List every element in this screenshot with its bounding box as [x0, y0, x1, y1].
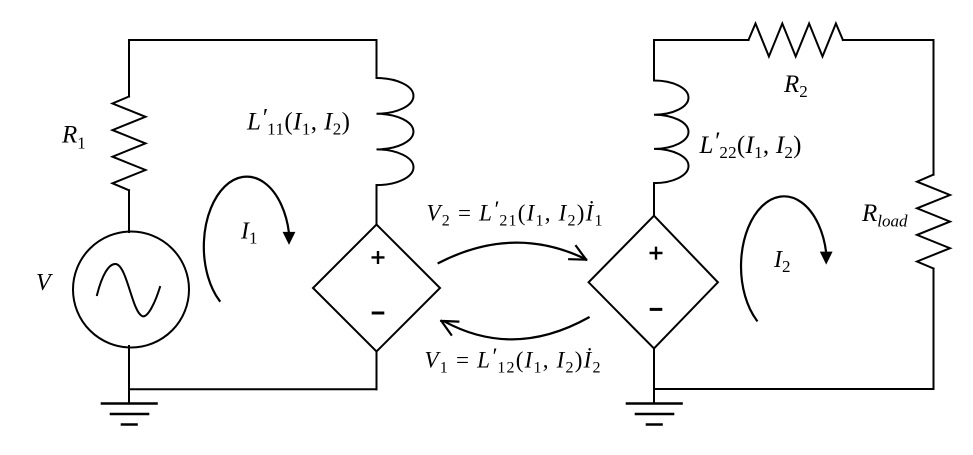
svg-text:V: V [36, 270, 53, 296]
